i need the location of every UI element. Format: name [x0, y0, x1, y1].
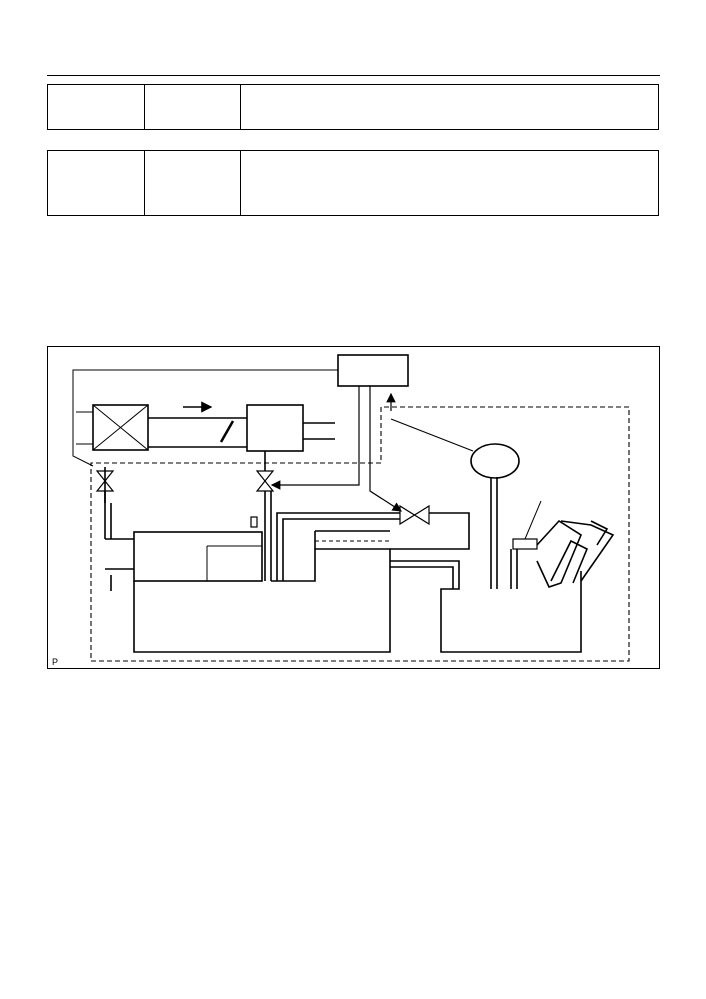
vapor-pressure-sensor-dome	[470, 443, 520, 479]
dtc-description-cell	[241, 151, 658, 215]
fuel-filler-pipe-outline	[536, 519, 582, 588]
dtc-code-cell	[48, 151, 145, 215]
evap-system-schematic	[72, 354, 630, 662]
dtc-subcode-cell	[145, 85, 241, 129]
ecm-box	[337, 354, 409, 387]
vsv-pressure-switching-valve-symbol	[255, 470, 275, 492]
dtc-detail-table	[47, 150, 659, 216]
dtc-code-cell	[48, 85, 145, 129]
vsv-purge-symbol	[399, 504, 430, 526]
air-cleaner-box	[92, 404, 149, 451]
vapor-pressure-sensor-box	[512, 538, 538, 550]
ecm-signal-line-canister-valve	[72, 369, 338, 467]
header-rule	[47, 75, 660, 76]
figure-id-label: P	[52, 657, 59, 667]
canister-box	[133, 531, 263, 582]
evap-system-diagram: P	[47, 346, 660, 669]
throttle-body-box	[246, 404, 304, 452]
dtc-subcode-cell	[145, 151, 241, 215]
vsv-canister-closed-valve-symbol	[95, 470, 115, 492]
filter-symbol	[250, 516, 258, 528]
sub-tank-outline	[390, 560, 582, 653]
throttle-valve	[219, 420, 235, 443]
ecm-signal-line-purge-vsv	[369, 386, 403, 512]
air-cleaner-cross-b	[92, 404, 149, 451]
ecm-signal-line-sensor	[390, 418, 474, 452]
ecm-signal-line-pressure-valve	[270, 386, 360, 490]
evap-boundary-dashed	[90, 406, 630, 662]
dtc-header-table	[47, 84, 659, 130]
dtc-description-cell	[241, 85, 658, 129]
